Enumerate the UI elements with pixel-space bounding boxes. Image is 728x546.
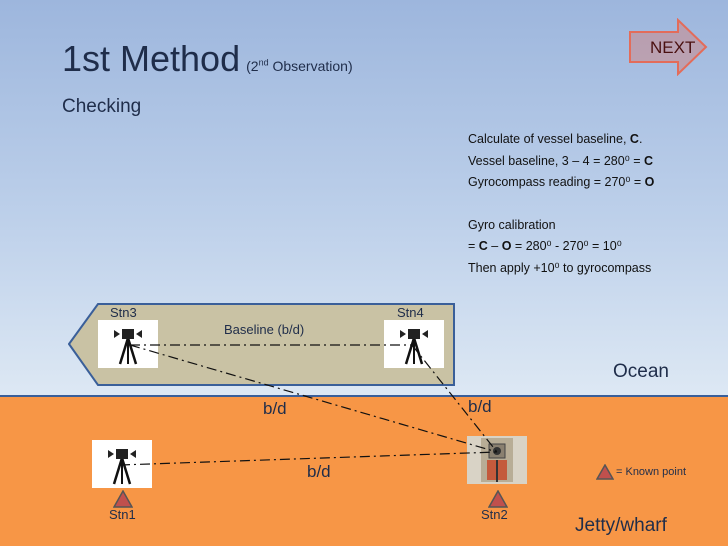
title-subtitle: (2nd Observation) [246,57,353,74]
calc-line-1: Calculate of vessel baseline, C. [468,132,643,146]
next-button[interactable]: NEXT [628,18,708,76]
sight-line-stn1-stn2 [119,451,498,466]
instrument-stn3 [98,320,158,368]
instrument-stn2 [467,436,527,484]
station-2-label: Stn2 [481,507,508,522]
calc-line-3: Gyrocompass reading = 270⁰ = O [468,175,655,189]
theodolite-icon [400,329,428,365]
legend-label: = Known point [616,466,687,478]
subtitle-post: Observation) [268,58,353,74]
total-station-icon [481,438,513,482]
station-3-label: Stn3 [110,305,137,320]
page-title: 1st Method (2nd Observation) [62,38,353,80]
ocean-label: Ocean [613,361,669,382]
next-label: NEXT [650,38,696,57]
known-point-stn2-icon [488,490,508,508]
theodolite-icon [114,329,142,365]
vessel-shape [67,303,458,392]
title-text: 1st Method [62,38,241,79]
station-1-label: Stn1 [109,507,136,522]
bd-label-lower: b/d [307,462,331,481]
sight-line-stn4-stn2 [411,344,498,453]
known-point-stn1-icon [113,490,133,508]
calc-line-5: = C – O = 280⁰ - 270⁰ = 10⁰ [468,239,622,253]
bd-label-stn2: b/d [468,397,492,416]
sight-line-stn3-stn2 [129,344,498,453]
known-point-icon [595,463,615,480]
calc-line-2: Vessel baseline, 3 – 4 = 280⁰ = C [468,153,654,168]
instrument-stn4 [384,320,444,368]
calc-line-6: Then apply +10⁰ to gyrocompass [468,260,652,275]
station-4-label: Stn4 [397,305,424,320]
section-heading: Checking [62,96,142,117]
subtitle-sup: nd [258,57,269,68]
arrow-right-icon [629,18,708,76]
legend-known-point: = Known point [595,463,686,485]
theodolite-icon [108,449,136,485]
calculation-panel: Calculate of vessel baseline, C. Vessel … [468,129,654,279]
bd-label-upper: b/d [263,399,287,418]
jetty-label: Jetty/wharf [575,515,667,536]
baseline-label: Baseline (b/d) [224,322,305,337]
subtitle-pre: (2 [246,58,259,74]
calc-line-4: Gyro calibration [468,217,556,232]
